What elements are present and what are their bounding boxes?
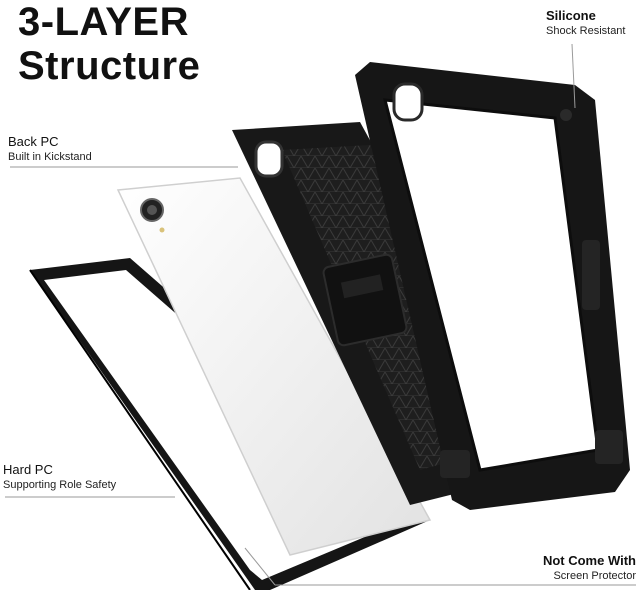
callout-hard-pc-subtitle: Supporting Role Safety [3,479,117,491]
callout-screen-protector-title: Not Come With [542,553,636,568]
leader-screen [244,547,276,586]
callout-screen-protector: Not Come With Screen Protector [536,553,636,583]
callout-back-pc-subtitle: Built in Kickstand [8,151,92,163]
callout-silicone-subtitle: Shock Resistant [546,25,626,37]
callout-silicone: Silicone Shock Resistant [546,8,625,38]
callout-hard-pc-title: Hard PC [3,462,53,477]
tablet [116,177,432,556]
back-camera-cutout [254,140,284,178]
callout-back-pc-title: Back PC [8,134,59,149]
silicone-bumper [355,62,630,510]
bumper-camera-cutout [392,82,424,122]
leader-lines [5,43,636,586]
leader-silicone [571,43,576,109]
callout-silicone-title: Silicone [546,8,596,23]
callout-hard-pc: Hard PC Supporting Role Safety [3,462,116,492]
callout-back-pc: Back PC Built in Kickstand [8,134,92,164]
kickstand [322,253,408,347]
headline: 3-LAYER Structure [18,0,200,88]
callout-screen-protector-subtitle: Screen Protector [553,570,636,582]
headline-line-2: Structure [18,44,201,88]
headline-line-1: 3-LAYER [18,0,189,44]
